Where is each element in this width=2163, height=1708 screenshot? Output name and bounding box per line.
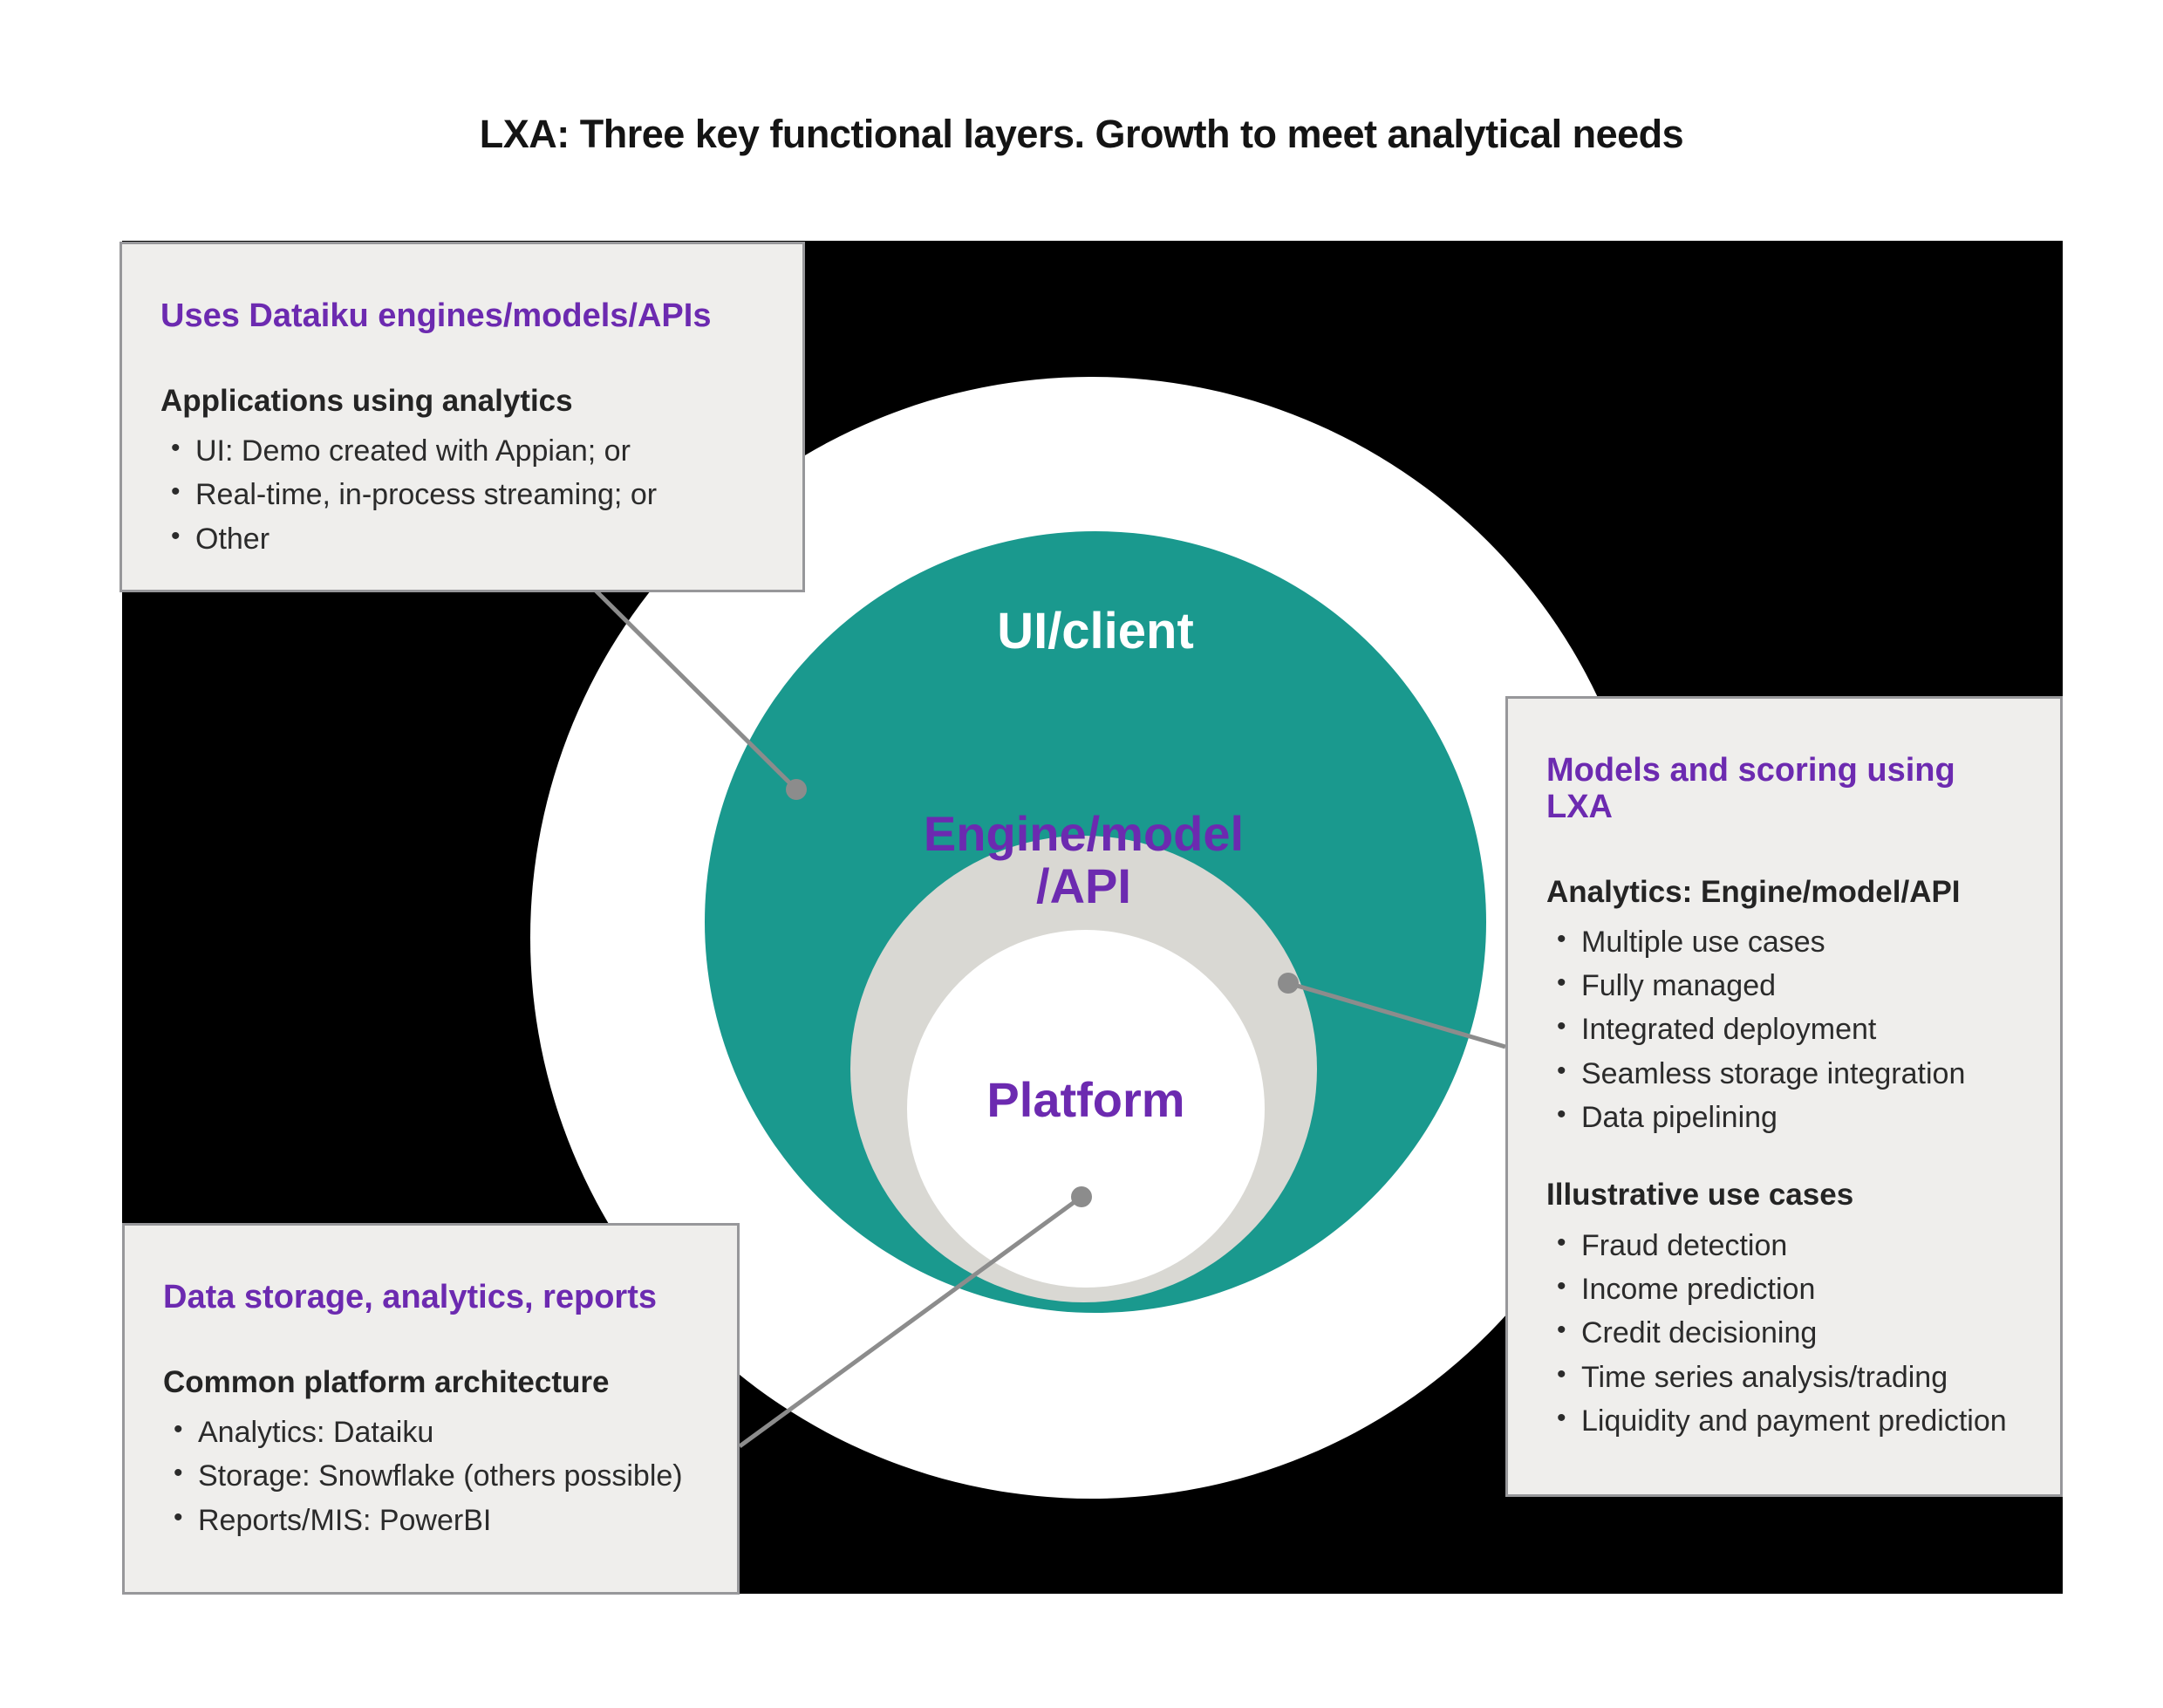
callout-uses-dataiku: Uses Dataiku engines/models/APIs Applica…: [119, 242, 805, 592]
bullet-item: Credit decisioning: [1546, 1311, 2029, 1355]
bullet-item: Integrated deployment: [1546, 1008, 2029, 1051]
callout-title: Data storage, analytics, reports: [163, 1279, 657, 1315]
connector-line-right: [1287, 980, 1506, 1049]
connector-dot-ui-client: [786, 779, 807, 800]
bullet-item: Time series analysis/trading: [1546, 1356, 2029, 1399]
bullet-item: Fully managed: [1546, 964, 2029, 1008]
bullet-item: Real-time, in-process streaming; or: [160, 473, 771, 516]
bullet-item: Reports/MIS: PowerBI: [163, 1499, 706, 1542]
ui-client-label: UI/client: [997, 603, 1194, 659]
bullet-item: Multiple use cases: [1546, 920, 2029, 964]
bullet-item: Storage: Snowflake (others possible): [163, 1454, 706, 1498]
callout-subhead: Illustrative use cases: [1546, 1178, 1854, 1213]
callout-title: Uses Dataiku engines/models/APIs: [160, 297, 712, 334]
engine-label-line1: Engine/model: [923, 806, 1245, 861]
connector-dot-platform: [1071, 1186, 1092, 1207]
connector-line-top-left: [594, 589, 798, 791]
bullet-item: Other: [160, 517, 771, 561]
bullet-item: Income prediction: [1546, 1267, 2029, 1311]
engine-model-api-label: Engine/model /API: [850, 808, 1317, 912]
bullet-item: Analytics: Dataiku: [163, 1411, 706, 1454]
callout-subhead: Applications using analytics: [160, 383, 573, 418]
bullet-item: Seamless storage integration: [1546, 1052, 2029, 1096]
bullet-list: UI: Demo created with Appian; or Real-ti…: [160, 429, 771, 561]
bullet-item: Data pipelining: [1546, 1096, 2029, 1139]
callout-subhead: Common platform architecture: [163, 1364, 610, 1399]
connector-dot-engine: [1278, 973, 1299, 994]
callout-title: Models and scoring using LXA: [1546, 752, 1955, 825]
callout-data-storage: Data storage, analytics, reports Common …: [122, 1223, 740, 1595]
bullet-list: Analytics: Dataiku Storage: Snowflake (o…: [163, 1411, 706, 1542]
platform-label: Platform: [986, 1072, 1185, 1127]
connector-line-bottom-left: [738, 1194, 1083, 1449]
platform-circle: [907, 930, 1265, 1288]
bullet-list: Fraud detection Income prediction Credit…: [1546, 1224, 2029, 1444]
page-title: LXA: Three key functional layers. Growth…: [479, 112, 1684, 156]
bullet-list: Multiple use cases Fully managed Integra…: [1546, 920, 2029, 1140]
engine-label-line2: /API: [1036, 857, 1131, 913]
callout-subhead: Analytics: Engine/model/API: [1546, 874, 1961, 909]
bullet-item: Liquidity and payment prediction: [1546, 1399, 2029, 1443]
bullet-item: Fraud detection: [1546, 1224, 2029, 1267]
callout-models-scoring: Models and scoring using LXA Analytics: …: [1505, 696, 2063, 1497]
bullet-item: UI: Demo created with Appian; or: [160, 429, 771, 473]
